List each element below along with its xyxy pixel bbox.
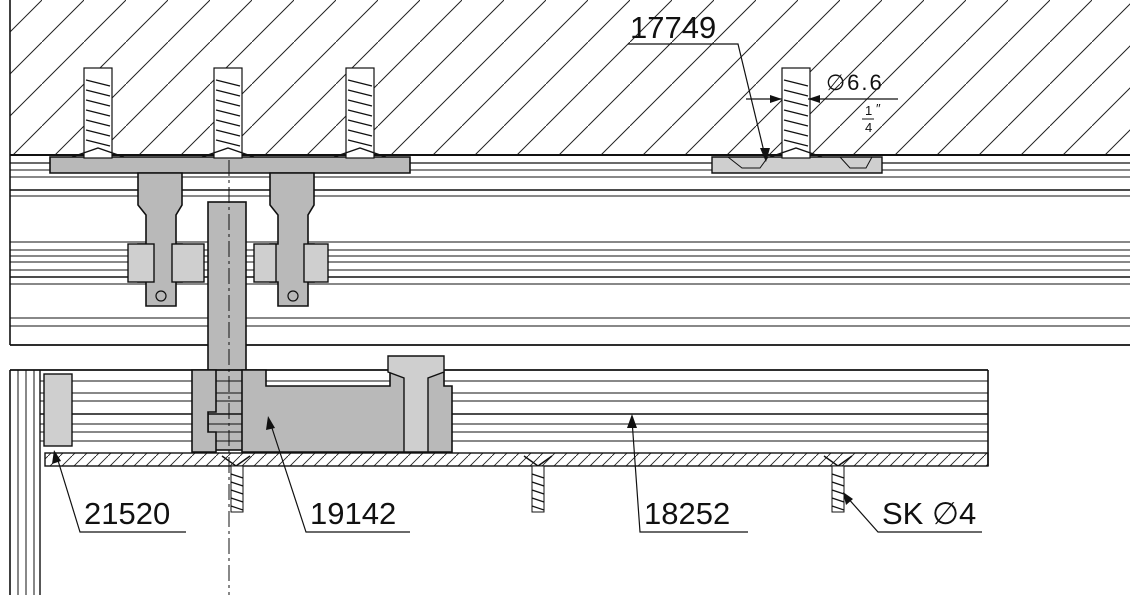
ceiling-screw-2 (201, 67, 255, 159)
fraction-numerator: 1 (865, 103, 872, 118)
ceiling-screw-1 (71, 67, 125, 159)
leader-19142 (269, 421, 410, 533)
diameter-dimension: ∅6.6 (826, 70, 884, 95)
fraction-denominator: 4 (865, 120, 872, 135)
carrier-block (191, 355, 453, 453)
lower-screw-middle (523, 455, 553, 513)
label-sk-4: SK ∅4 (882, 496, 976, 531)
ceiling-screw-3 (333, 67, 387, 159)
label-17749: 17749 (630, 10, 716, 45)
label-18252: 18252 (644, 496, 730, 531)
leader-17749 (628, 43, 767, 161)
ceiling-section (10, 0, 1130, 155)
leader-sk-4 (845, 495, 982, 533)
left-mounting-plate (49, 156, 411, 174)
ceiling-screw-4 (769, 67, 823, 159)
trolley-right (253, 172, 329, 307)
inch-mark: ″ (876, 101, 881, 116)
lower-screw-right (823, 455, 853, 513)
lower-screw-left (221, 455, 251, 513)
leader-18252 (631, 419, 748, 533)
trolley-left (127, 172, 205, 307)
right-mounting-plate-17749 (711, 156, 883, 174)
leader-21520 (55, 453, 186, 533)
lower-door-profile (10, 369, 989, 467)
label-19142: 19142 (310, 496, 396, 531)
label-21520: 21520 (84, 496, 170, 531)
door-edge-frame (9, 370, 73, 595)
